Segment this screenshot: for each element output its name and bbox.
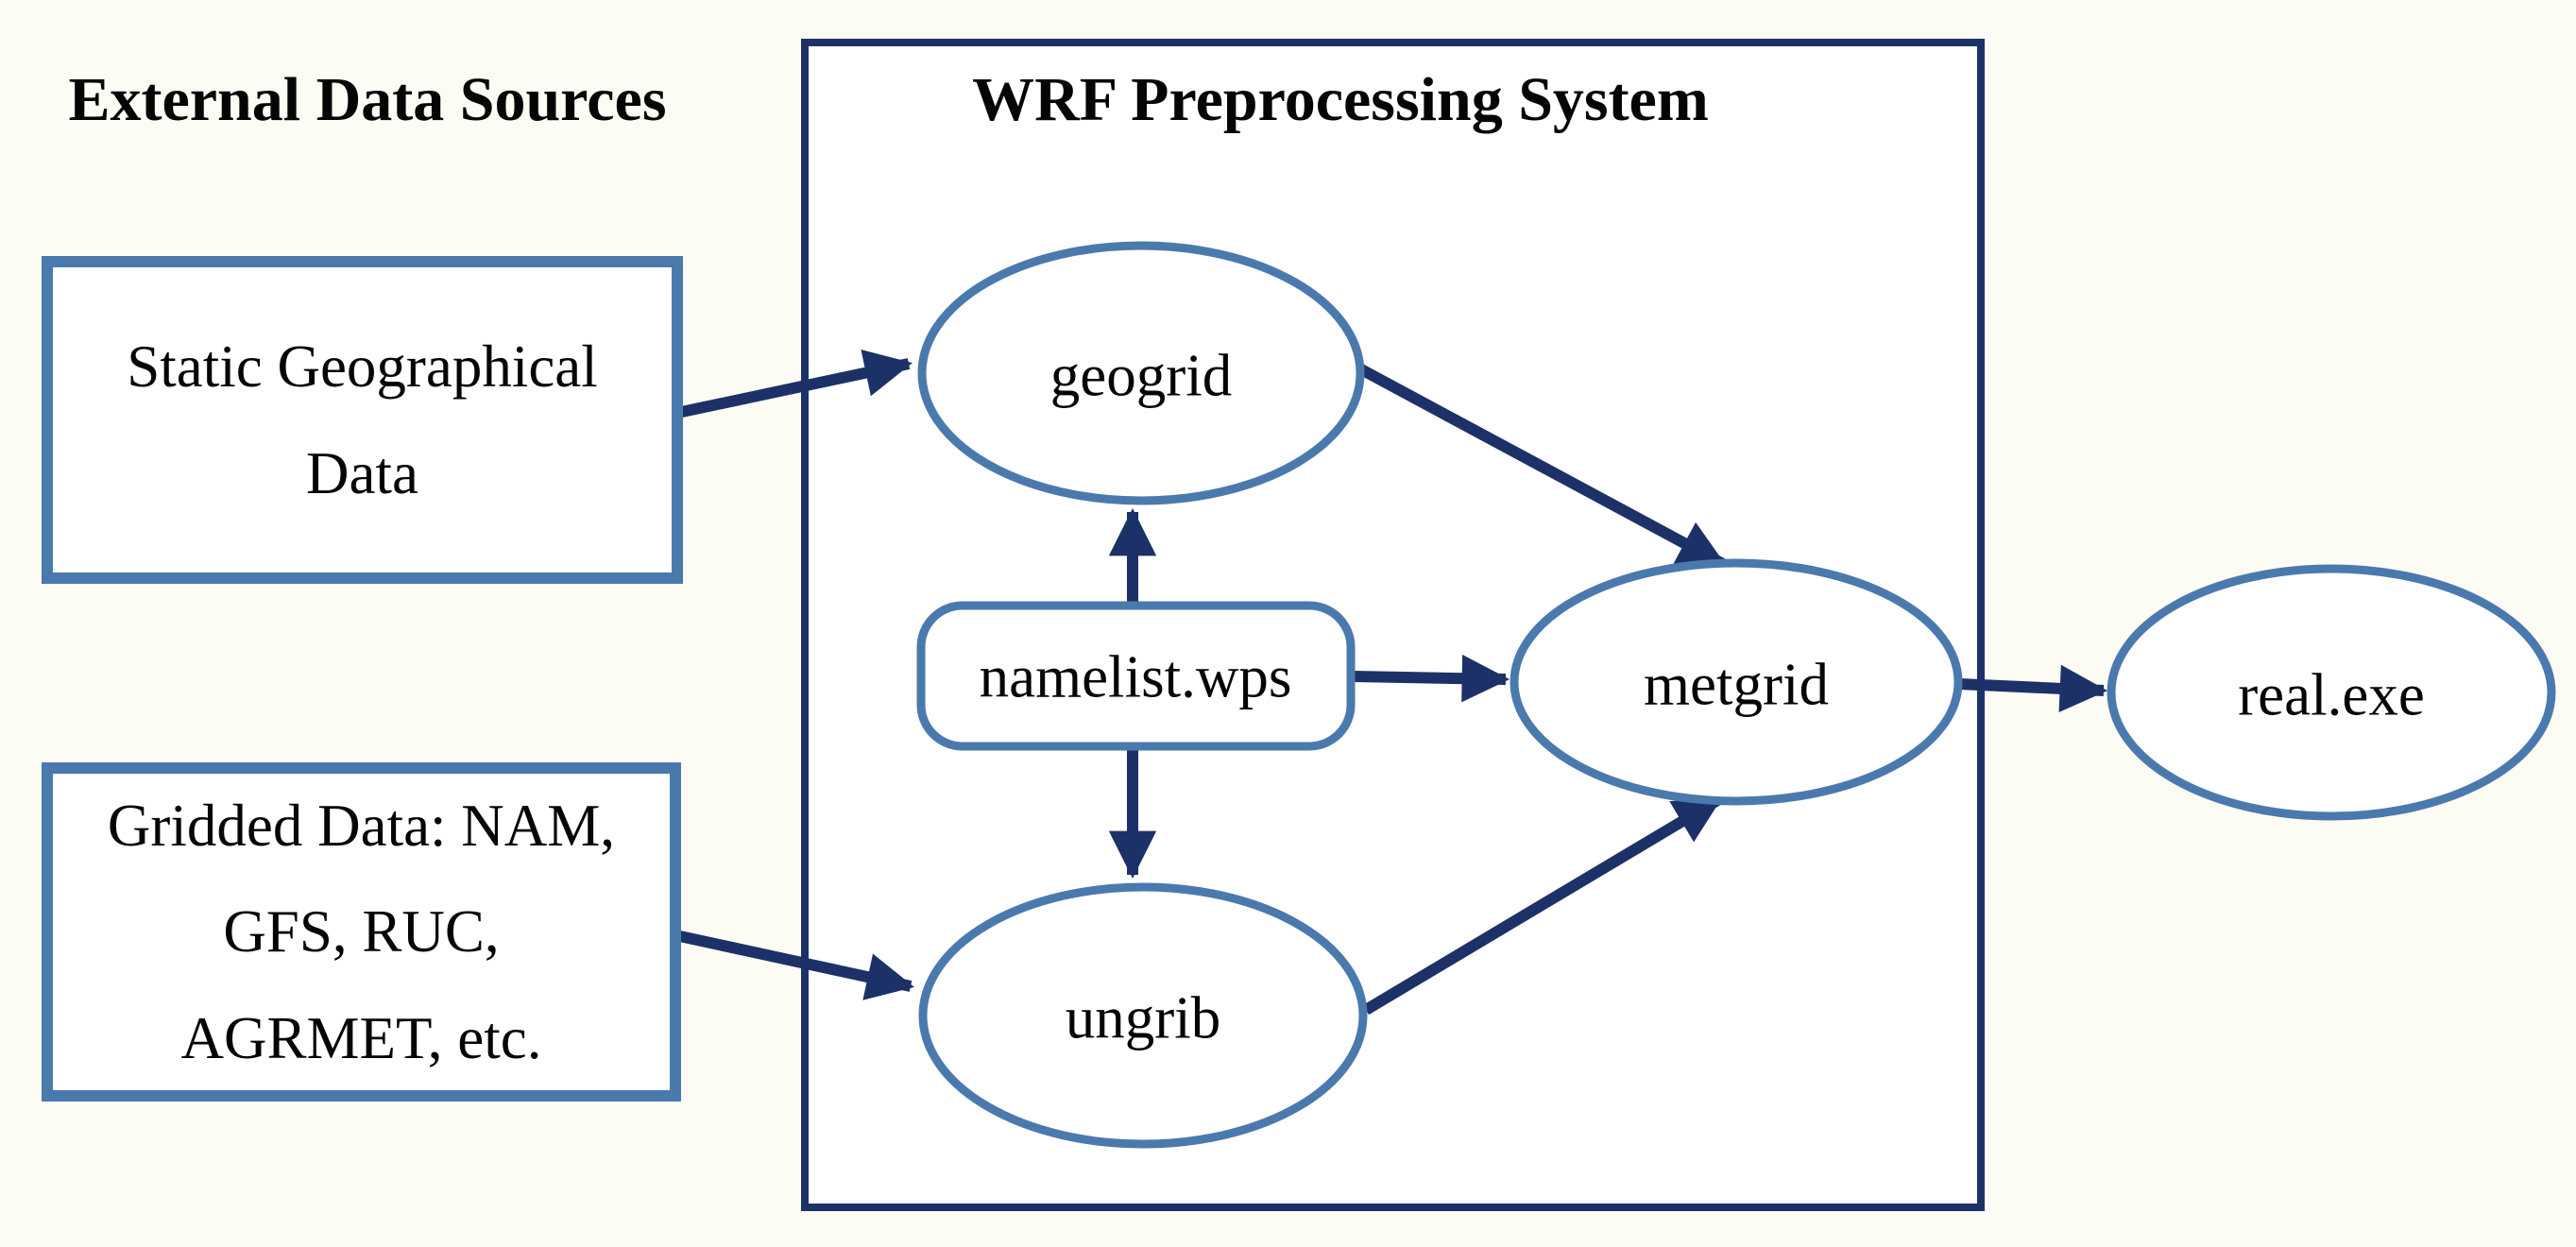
edge-geogrid-to-metgrid xyxy=(1358,364,1727,570)
ungrib-node xyxy=(918,882,1368,1149)
wrf-preprocessing-system-title: WRF Preprocessing System xyxy=(972,65,1709,134)
realexe-node xyxy=(2107,564,2556,821)
ungrib-label: ungrib xyxy=(1065,984,1221,1051)
edge-ungrib-to-metgrid xyxy=(1362,794,1723,1016)
gridded-data-box xyxy=(42,762,681,1102)
static-geographical-data-box xyxy=(42,256,683,584)
edge-metgrid-to-realexe xyxy=(1958,664,2108,713)
external-data-sources-title: External Data Sources xyxy=(68,65,667,134)
metgrid-node xyxy=(1510,558,1963,806)
edge-static-to-geogrid xyxy=(675,349,913,419)
gridded-data-label: Gridded Data: NAM, GFS, RUC, AGRMET, etc… xyxy=(107,793,616,1071)
geogrid-node xyxy=(917,241,1365,505)
namelist-wps-label: namelist.wps xyxy=(979,643,1292,710)
static-geographical-data-label: Static Geographical Data xyxy=(127,333,598,506)
metgrid-label: metgrid xyxy=(1644,651,1829,718)
edge-namelist-to-metgrid xyxy=(1352,654,1510,703)
realexe-label: real.exe xyxy=(2238,661,2425,728)
namelist-wps-node xyxy=(916,601,1356,751)
geogrid-label: geogrid xyxy=(1049,342,1233,409)
edge-gridded-to-ungrib xyxy=(674,930,914,1000)
